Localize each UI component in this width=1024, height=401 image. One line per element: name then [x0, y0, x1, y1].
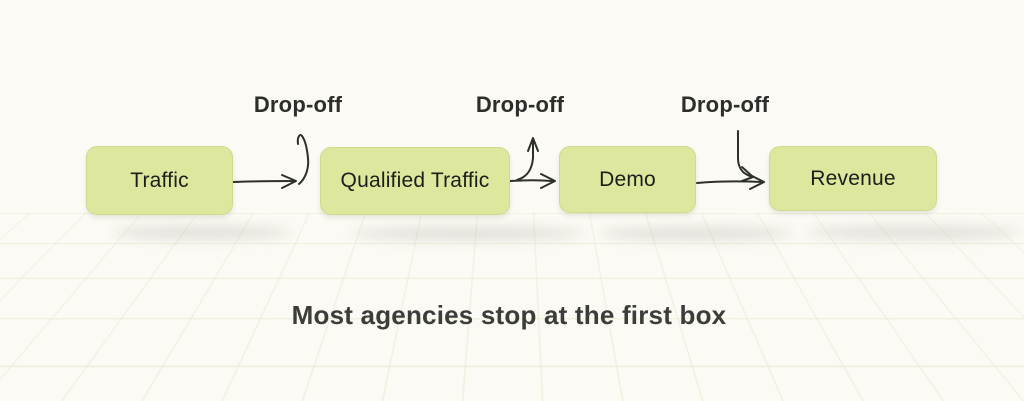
drop-off-branch-1 — [296, 134, 310, 185]
node-qualified-traffic-label: Qualified Traffic — [340, 169, 490, 192]
node-qualified-traffic: Qualified Traffic — [320, 147, 510, 215]
drop-off-branch-3 — [737, 130, 754, 182]
node-demo-label: Demo — [599, 167, 656, 191]
floor-shadow — [598, 227, 793, 240]
drop-off-label-3: Drop-off — [680, 92, 770, 117]
arrow-traffic-to-qualified-traffic — [232, 174, 297, 189]
floor-shadow — [350, 227, 585, 240]
drop-off-branch-2 — [516, 137, 539, 181]
drop-off-label-2: Drop-off — [475, 92, 565, 117]
node-demo: Demo — [559, 146, 696, 213]
floor-shadow — [806, 226, 1021, 239]
node-revenue-label: Revenue — [810, 166, 896, 190]
arrow-qualified-traffic-to-demo — [509, 173, 556, 189]
caption: Most agencies stop at the first box — [291, 300, 727, 330]
node-traffic: Traffic — [86, 146, 233, 215]
floor-shadow — [112, 226, 292, 239]
node-traffic-label: Traffic — [130, 168, 189, 192]
drop-off-label-1: Drop-off — [253, 92, 343, 117]
arrow-demo-to-revenue — [696, 174, 765, 190]
node-revenue: Revenue — [769, 146, 937, 211]
